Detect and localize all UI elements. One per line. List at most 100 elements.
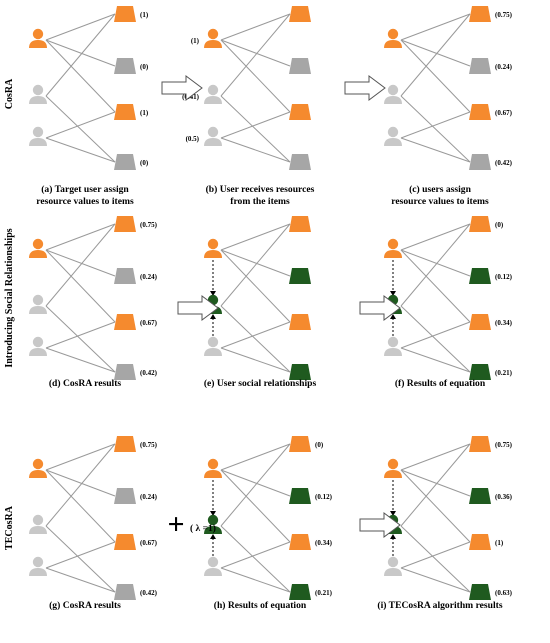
item-icon — [289, 488, 311, 504]
edge-line — [400, 223, 471, 251]
edge-line — [400, 249, 471, 323]
edge-line — [45, 223, 116, 307]
item-icon — [289, 6, 311, 22]
item-icon — [289, 104, 311, 120]
item-value: (1) — [495, 539, 504, 547]
panel-f: (0)(0.12)(0.34)(0.21)(f) Results of equa… — [384, 216, 513, 389]
edge-line — [220, 223, 291, 251]
user-icon — [29, 126, 47, 146]
item-value: (0.63) — [495, 589, 513, 597]
user-icon — [384, 238, 402, 258]
edge-line — [45, 443, 116, 527]
item-icon — [114, 268, 136, 284]
panel-caption: resource values to items — [36, 196, 134, 207]
panels: (1) (0) (1) (0) (a) Target user assignresour… — [29, 6, 513, 611]
row-label-social: Introducing Social Relationships — [4, 228, 15, 367]
edge-line — [400, 469, 471, 497]
item-value: (0) — [315, 441, 324, 449]
item-icon — [114, 314, 136, 330]
edge-line — [220, 39, 291, 67]
transition-arrow — [359, 295, 401, 321]
transition-arrow — [359, 512, 401, 538]
item-icon — [469, 314, 491, 330]
edge-line — [220, 137, 291, 163]
edge-line — [400, 137, 471, 163]
item-icon — [289, 58, 311, 74]
item-value: (0) — [140, 159, 149, 167]
row-label-tecosra: TECosRA — [4, 505, 15, 550]
edge-line — [45, 249, 116, 323]
item-value: (0.34) — [315, 539, 333, 547]
edge-line — [400, 525, 471, 593]
edge-line — [400, 95, 471, 163]
user-icon — [204, 336, 222, 356]
arrowhead-down — [390, 291, 396, 296]
row-label-cosra: CosRA — [4, 78, 15, 109]
arrowhead-up — [390, 314, 396, 319]
item-icon — [469, 534, 491, 550]
arrowhead-up — [390, 534, 396, 539]
transition-arrow — [177, 295, 219, 321]
edges — [45, 223, 116, 373]
edge-line — [45, 13, 116, 41]
item-value: (0.42) — [495, 159, 513, 167]
edge-line — [45, 567, 116, 593]
edge-line — [220, 541, 291, 569]
item-value: (0.67) — [140, 539, 158, 547]
item-icon — [469, 584, 491, 600]
item-value: (0.21) — [315, 589, 333, 597]
panel-d: (0.75)(0.24)(0.67)(0.42)(d) CosRA result… — [29, 216, 158, 389]
item-value: (0.67) — [140, 319, 158, 327]
panel-h: (0) (0.12) (0.34) (0.21) (h) Results of equa… — [204, 436, 333, 611]
item-value: (0.67) — [495, 109, 513, 117]
edge-line — [45, 443, 116, 471]
edge-line — [400, 249, 471, 277]
item-icon — [289, 314, 311, 330]
edge-line — [45, 525, 116, 593]
item-value: (1) — [140, 11, 149, 19]
edge-line — [220, 525, 291, 593]
item-value: (0.12) — [315, 493, 333, 501]
item-value: (0.24) — [495, 63, 513, 71]
item-value: (0.36) — [495, 493, 513, 501]
item-value: (0.75) — [495, 441, 513, 449]
panel-caption: (h) Results of equation — [214, 600, 307, 611]
edge-line — [400, 443, 471, 471]
edge-line — [45, 469, 116, 497]
item-icon — [114, 488, 136, 504]
item-icon — [114, 364, 136, 380]
edge-line — [220, 469, 291, 497]
edge-line — [400, 347, 471, 373]
item-icon — [114, 436, 136, 452]
item-icon — [289, 364, 311, 380]
user-icon — [29, 556, 47, 576]
edge-line — [45, 13, 116, 97]
combine-operator: + ( λ =1) — [167, 508, 215, 541]
transition-arrow — [344, 75, 386, 101]
social-links — [390, 480, 396, 556]
item-icon — [289, 154, 311, 170]
item-value: (0.21) — [495, 369, 513, 377]
item-value: (0) — [140, 63, 149, 71]
user-icon — [384, 84, 402, 104]
edge-line — [220, 13, 291, 97]
item-icon — [114, 534, 136, 550]
item-value: (0.24) — [140, 273, 158, 281]
user-icon — [29, 238, 47, 258]
user-icon — [384, 126, 402, 146]
item-icon — [469, 6, 491, 22]
item-icon — [469, 58, 491, 74]
edges — [400, 13, 471, 163]
panel-caption: (e) User social relationships — [204, 378, 317, 389]
edge-line — [400, 223, 471, 307]
panel-caption: (d) CosRA results — [49, 378, 122, 389]
item-value: (0.34) — [495, 319, 513, 327]
edge-line — [220, 39, 291, 113]
edge-line — [45, 541, 116, 569]
user-icon — [29, 458, 47, 478]
item-icon — [469, 104, 491, 120]
edge-line — [400, 321, 471, 349]
panel-caption: (a) Target user assign — [41, 184, 129, 195]
item-icon — [469, 268, 491, 284]
user-icon — [29, 294, 47, 314]
